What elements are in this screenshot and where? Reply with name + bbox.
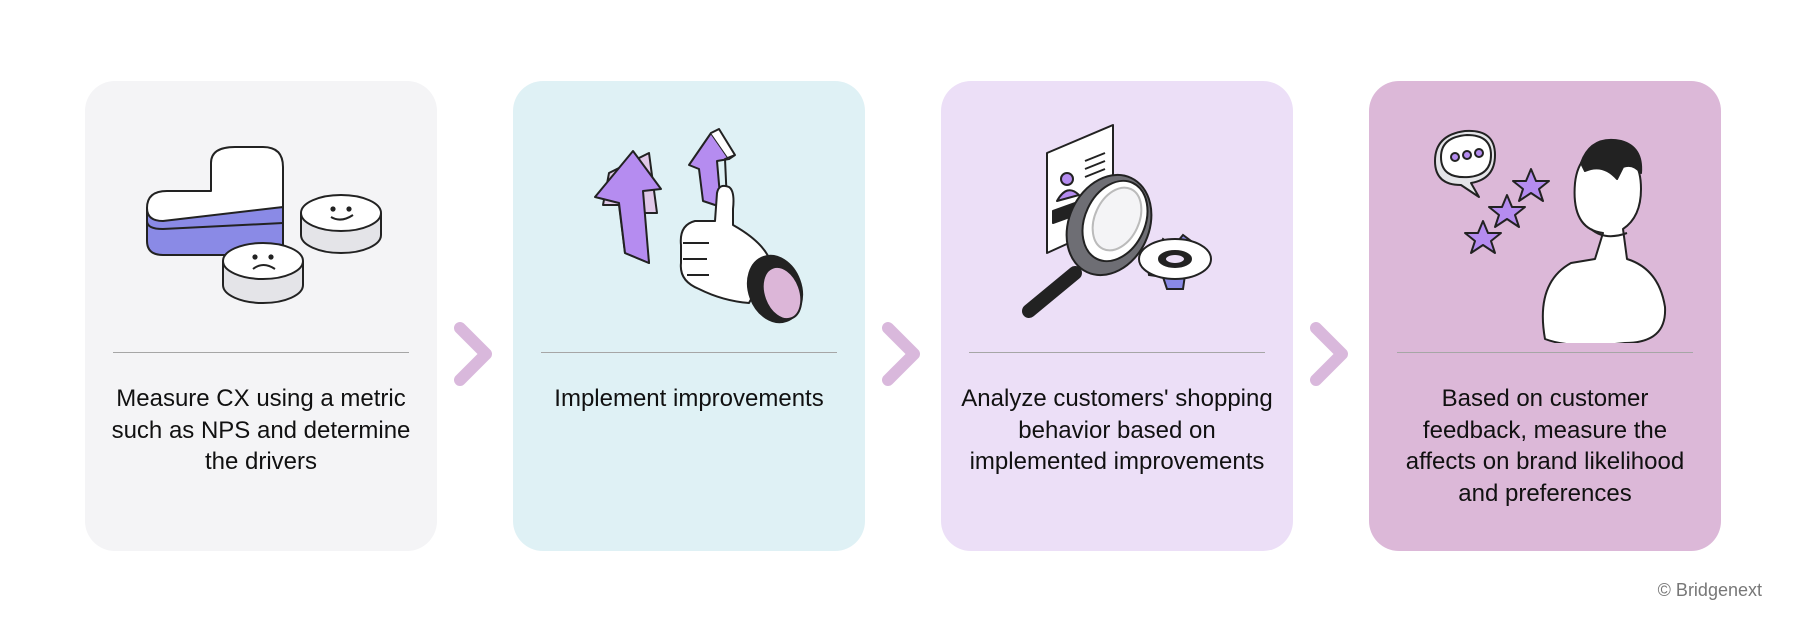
chevron-right-icon (880, 322, 924, 386)
chevron-right-icon (1308, 322, 1352, 386)
step-card-2: Implement improvements (513, 81, 865, 551)
step-card-4: Based on customer feedback, measure the … (1369, 81, 1721, 551)
step-3-text: Analyze customers' shopping behavior bas… (961, 385, 1273, 475)
divider (1397, 352, 1693, 353)
divider (113, 352, 409, 353)
step-card-3: Analyze customers' shopping behavior bas… (941, 81, 1293, 551)
heart-and-smiley-tokens-icon (111, 113, 411, 343)
step-1-text: Measure CX using a metric such as NPS an… (111, 385, 411, 475)
divider (541, 352, 837, 353)
step-2-text: Implement improvements (554, 385, 824, 412)
arrows-and-thumbs-up-icon (539, 113, 839, 343)
customer-rating-stars-icon (1395, 113, 1695, 343)
divider (969, 352, 1265, 353)
magnifier-profile-gear-icon (967, 113, 1267, 343)
copyright-text: © Bridgenext (1657, 580, 1762, 600)
step-card-1: Measure CX using a metric such as NPS an… (85, 81, 437, 551)
chevron-right-icon (452, 322, 496, 386)
step-4-text: Based on customer feedback, measure the … (1405, 385, 1685, 507)
